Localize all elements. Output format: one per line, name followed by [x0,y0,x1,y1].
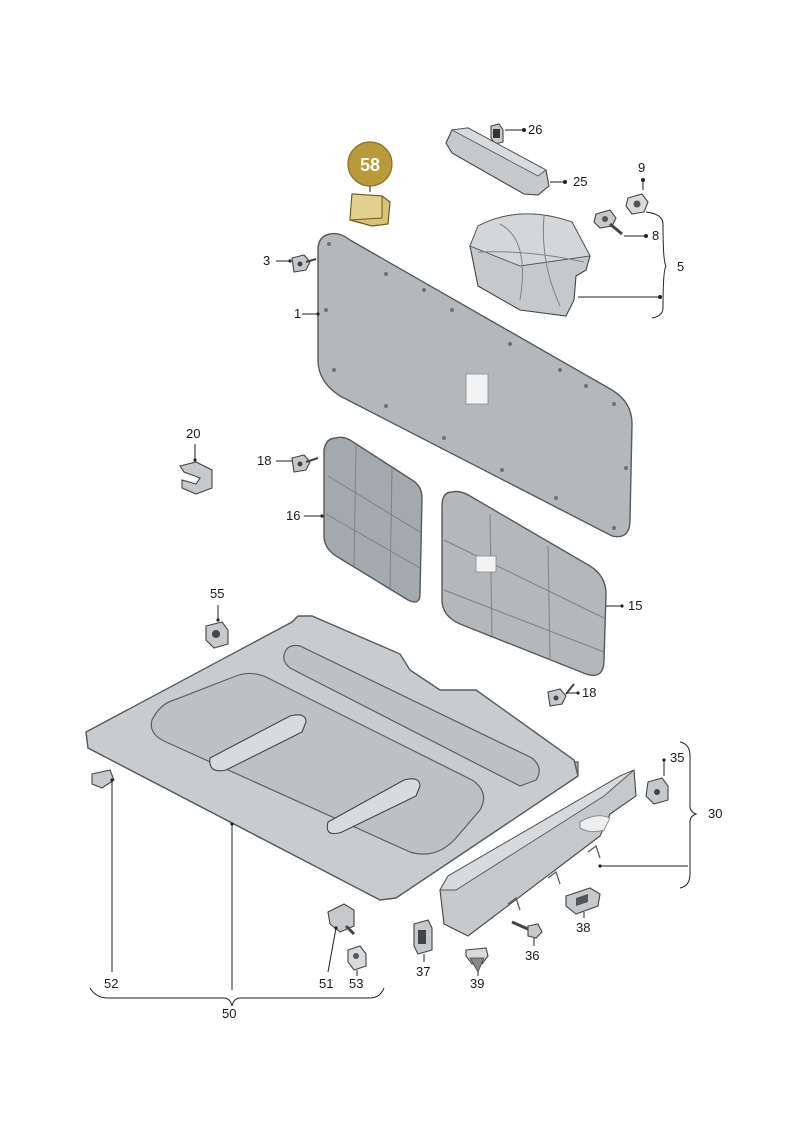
callout-16: 16 [286,508,300,523]
part-3-clip[interactable] [291,254,317,273]
part-52-clip[interactable] [91,769,115,789]
part-51-clip[interactable] [327,903,356,936]
callout-3: 3 [263,253,270,268]
callout-9: 9 [638,160,645,175]
part-25-trim-strip[interactable] [445,127,550,196]
part-18-upper-clip[interactable] [291,454,319,473]
part-26-clip[interactable] [490,123,504,145]
panel-1-fastener-holes [324,242,628,530]
part-35-clip[interactable] [645,777,669,805]
callout-18-upper: 18 [257,453,271,468]
part-30-side-trim[interactable] [439,769,637,937]
part-1-upper-panel[interactable] [317,232,633,538]
part-58-pad[interactable] [349,193,391,227]
callout-15: 15 [628,598,642,613]
callout-36: 36 [525,948,539,963]
callout-50: 50 [222,1006,236,1021]
part-20-bracket[interactable] [179,461,213,495]
brace-5 [662,223,667,309]
callout-35: 35 [670,750,684,765]
part-18-lower-clip[interactable] [547,683,575,707]
part-16-side-panel[interactable] [323,436,423,603]
callout-26: 26 [528,122,542,137]
part-38-clip[interactable] [565,887,601,915]
callout-8: 8 [652,228,659,243]
callout-25: 25 [573,174,587,189]
brace-50 [89,987,385,1007]
part-53-grommet[interactable] [347,945,367,971]
callout-39: 39 [470,976,484,991]
callout-20: 20 [186,426,200,441]
callout-58: 58 [360,155,380,175]
callout-51: 51 [319,976,333,991]
callout-55: 55 [210,586,224,601]
part-15-lower-panel[interactable] [441,490,607,677]
part-36-screw[interactable] [511,920,543,939]
part-39-grommet[interactable] [465,947,489,973]
callout-53: 53 [349,976,363,991]
part-50-floor-panel[interactable] [85,615,579,901]
brace-30 [679,741,698,889]
part-8-screw[interactable] [593,209,623,236]
highlight-badge-58[interactable]: 58 [347,141,393,192]
callout-38: 38 [576,920,590,935]
callout-30: 30 [708,806,722,821]
part-37-nut-clip[interactable] [413,919,433,955]
callout-1: 1 [294,306,301,321]
part-5-cover[interactable] [469,213,591,317]
callout-18-lower: 18 [582,685,596,700]
callout-37: 37 [416,964,430,979]
part-9-grommet[interactable] [625,193,649,215]
part-55-clip[interactable] [205,621,229,649]
callout-52: 52 [104,976,118,991]
callout-5: 5 [677,259,684,274]
